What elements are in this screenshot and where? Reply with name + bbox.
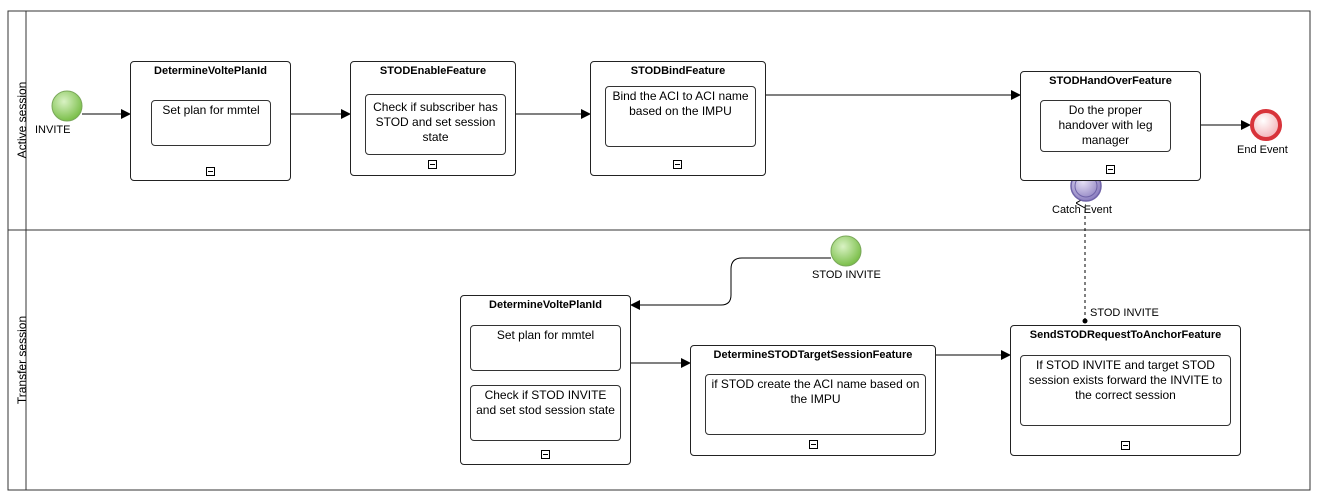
task-check-subscriber-stod[interactable]: Check if subscriber has STOD and set ses… [365,94,506,155]
collapse-icon[interactable] [1121,441,1130,450]
task-set-plan-mmtel[interactable]: Set plan for mmtel [151,100,271,146]
start-event-stod-invite-label: STOD INVITE [812,269,881,281]
subprocess-title: STODEnableFeature [379,65,487,77]
start-event-invite[interactable] [51,90,83,122]
collapse-icon[interactable] [1106,165,1115,174]
lane-title-transfer: Transfer session [15,315,29,405]
subprocess-title: DetermineSTODTargetSessionFeature [713,349,913,361]
task-set-plan-mmtel-transfer[interactable]: Set plan for mmtel [470,325,621,371]
subprocess-stod-enable-feature[interactable]: STODEnableFeature Check if subscriber ha… [350,61,516,176]
subprocess-title: STODHandOverFeature [1049,75,1172,87]
task-check-stod-invite[interactable]: Check if STOD INVITE and set stod sessio… [470,385,621,441]
task-bind-aci[interactable]: Bind the ACI to ACI name based on the IM… [605,86,756,147]
message-flow-label: STOD INVITE [1090,307,1159,319]
subprocess-determine-volte-plan-id-transfer[interactable]: DetermineVoltePlanId Set plan for mmtel … [460,295,631,465]
subprocess-stod-bind-feature[interactable]: STODBindFeature Bind the ACI to ACI name… [590,61,766,176]
subprocess-determine-stod-target-session[interactable]: DetermineSTODTargetSessionFeature if STO… [690,345,936,456]
subprocess-title: DetermineVoltePlanId [489,299,602,311]
start-event-invite-label: INVITE [35,124,71,136]
subprocess-title: DetermineVoltePlanId [154,65,267,77]
task-forward-invite[interactable]: If STOD INVITE and target STOD session e… [1020,355,1231,426]
collapse-icon[interactable] [673,160,682,169]
subprocess-title: STODBindFeature [630,65,726,77]
task-do-proper-handover[interactable]: Do the proper handover with leg manager [1040,100,1171,152]
subprocess-title: SendSTODRequestToAnchorFeature [1029,329,1222,341]
subprocess-determine-volte-plan-id[interactable]: DetermineVoltePlanId Set plan for mmtel [130,61,291,181]
collapse-icon[interactable] [809,440,818,449]
collapse-icon[interactable] [428,160,437,169]
start-event-stod-invite[interactable] [830,235,862,267]
task-create-aci-name[interactable]: if STOD create the ACI name based on the… [705,374,926,435]
collapse-icon[interactable] [206,167,215,176]
pool-border [7,10,1311,491]
catch-event-label: Catch Event [1052,204,1112,216]
end-event-label: End Event [1237,144,1288,156]
collapse-icon[interactable] [541,450,550,459]
subprocess-send-stod-request-to-anchor[interactable]: SendSTODRequestToAnchorFeature If STOD I… [1010,325,1241,456]
end-event[interactable] [1250,109,1282,141]
subprocess-stod-handover-feature[interactable]: STODHandOverFeature Do the proper handov… [1020,71,1201,181]
flow-stod-invite-to-determine [630,257,831,310]
lane-title-active: Active session [15,81,29,159]
